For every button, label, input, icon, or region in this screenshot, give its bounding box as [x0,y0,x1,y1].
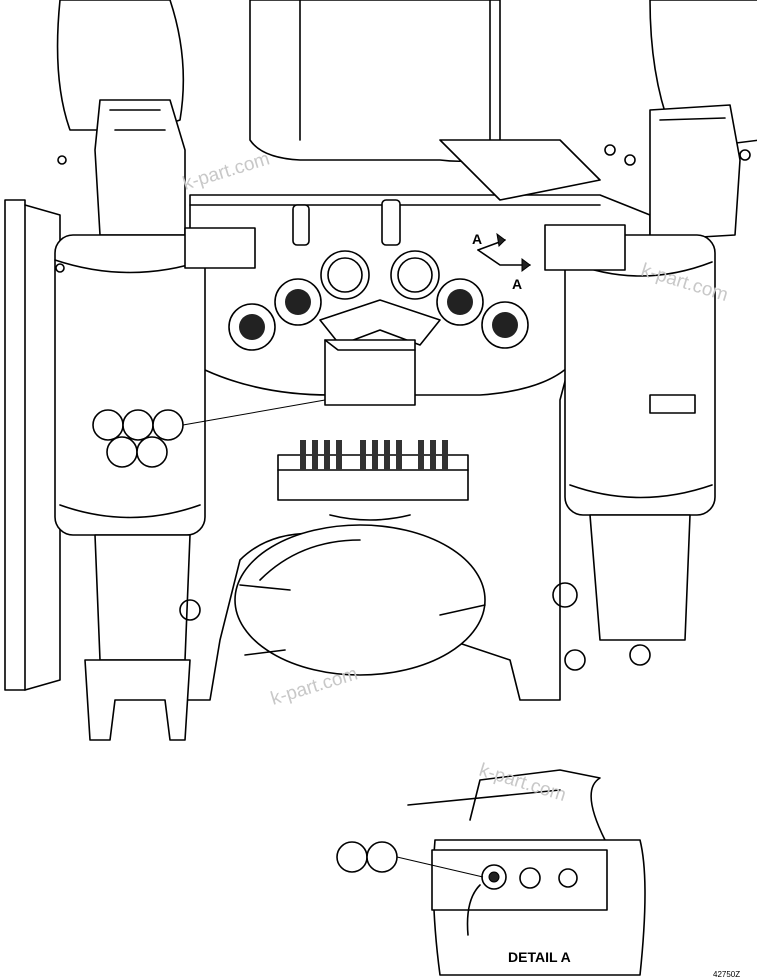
terminal-strip [277,440,469,521]
left-bracket [184,227,256,269]
left-filter-canister [54,99,206,741]
drawing-number: 42750Z [713,970,740,979]
arrow-a-bottom-label: A [512,276,522,292]
left-side-plate [4,199,61,691]
watermark-4: k-part.com [477,760,569,806]
callout-balloons-main [92,399,326,468]
detail-a-title: DETAIL A [508,949,571,965]
access-hatch [234,524,486,676]
mounting-lugs [179,582,651,671]
arrow-a-top-label: A [472,231,482,247]
watermark-1: k-part.com [180,148,272,194]
right-bracket [544,224,626,271]
section-arrow-a [477,232,531,272]
right-filter-canister [564,104,751,641]
detail-a-view [336,769,646,976]
junction-box [324,339,416,406]
connector-cluster [228,199,529,351]
